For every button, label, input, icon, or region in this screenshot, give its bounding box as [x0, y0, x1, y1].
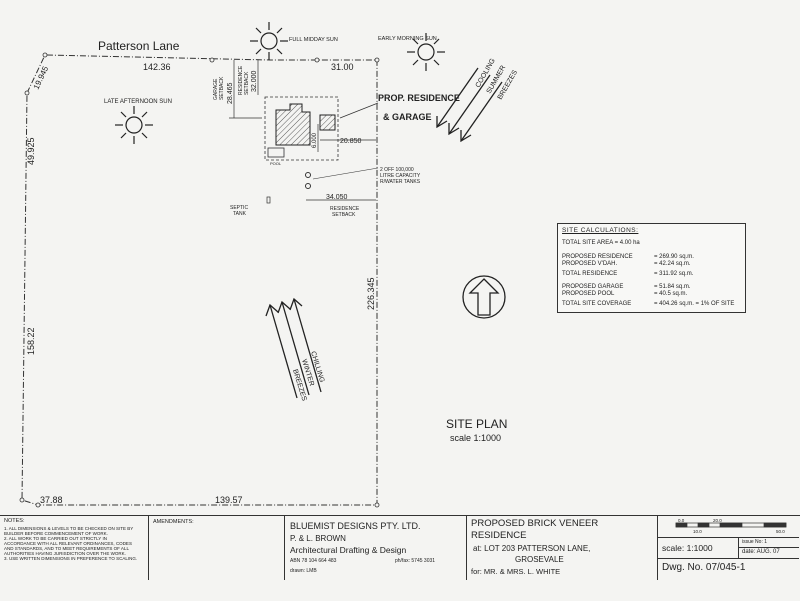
dim-right-side: 226.345 — [366, 277, 376, 310]
sun-midday-icon — [250, 22, 288, 60]
client: for: MR. & MRS. L. WHITE — [471, 567, 561, 576]
note-line: 3. USE WRITTEN DIMENSIONS IN PREFERENCE … — [4, 556, 138, 561]
water-tank-2 — [305, 183, 311, 189]
drawn-by: drawn: LMB — [290, 568, 317, 574]
amendments-title: AMENDMENTS: — [153, 519, 194, 525]
scalebar-label: 20.0 — [713, 518, 722, 523]
sun-morning-label: EARLY MORNING SUN — [378, 36, 437, 42]
septic-tank — [266, 196, 271, 204]
scale-cell: 0.0 20.0 10.0 50.0 scale: 1:1000 issue N… — [658, 516, 799, 580]
dim-bottom-left: 37.88 — [40, 495, 63, 505]
prop-residence-label: PROP. RESIDENCE — [378, 93, 460, 103]
notes-cell: NOTES: 1. ALL DIMENSIONS & LEVELS TO BE … — [0, 516, 149, 580]
residence-footprint — [275, 103, 311, 146]
sun-morning-icon — [407, 33, 445, 71]
residence-setback-vlabel-2: SETBACK — [244, 71, 250, 95]
sun-afternoon-icon — [115, 106, 153, 144]
dim-garage-setback: 28.465 — [227, 82, 234, 104]
water-tanks-label-3: R/WATER TANKS — [380, 179, 421, 185]
dim-residence-setback-top: 32.000 — [251, 70, 258, 92]
note-line: 2. ALL WORK TO BE CARRIED OUT STRICTLY I… — [4, 536, 107, 541]
site-plan-scale: scale 1:1000 — [450, 433, 501, 443]
project-cell: PROPOSED BRICK VENEER RESIDENCE at: LOT … — [467, 516, 658, 580]
note-line: BUILDER BEFORE COMMENCEMENT OF WORK. — [4, 531, 108, 536]
dim-left-lower: 158.22 — [26, 327, 36, 355]
title-block: NOTES: 1. ALL DIMENSIONS & LEVELS TO BE … — [0, 515, 800, 601]
principals: P. & L. BROWN — [290, 534, 346, 543]
water-tanks-label-2: LITRE CAPACITY — [380, 173, 421, 179]
company-cell: BLUEMIST DESIGNS PTY. LTD. P. & L. BROWN… — [285, 516, 467, 580]
property-boundary — [21, 54, 378, 506]
garage-setback-label-2: SETBACK — [219, 76, 225, 100]
issue-no: issue No: 1 — [742, 539, 768, 545]
pool — [267, 147, 285, 158]
scalebar-label: 10.0 — [693, 529, 702, 534]
septic-label-1: SEPTIC — [230, 205, 248, 211]
garage-footprint — [319, 114, 336, 131]
road-name: Patterson Lane — [98, 39, 180, 53]
boundary-markers — [19, 52, 380, 508]
water-tanks-label-1: 2 OFF 100,000 — [380, 167, 414, 173]
address-1: at: LOT 203 PATTERSON LANE, — [473, 544, 591, 553]
date-text: date: AUG. 07 — [742, 549, 780, 555]
dim-top-left: 142.36 — [143, 62, 171, 72]
sun-afternoon-label: LATE AFTERNOON SUN — [104, 99, 172, 105]
residence-setback-label-1: RESIDENCE — [330, 206, 360, 212]
pool-label: POOL — [270, 161, 282, 166]
site-plan-drawing: Patterson Lane 142.36 31.00 19.945 49.92… — [19, 22, 519, 508]
calc-title: SITE CALCULATIONS: — [562, 227, 639, 234]
water-tank-1 — [305, 172, 311, 178]
drawing-number: Dwg. No. 07/045-1 — [662, 562, 746, 573]
summer-breeze-arrows — [436, 67, 503, 143]
dim-house-depth: 6.000 — [312, 132, 318, 148]
note-line: 1. ALL DIMENSIONS & LEVELS TO BE CHECKED… — [4, 526, 134, 531]
project-title-2: RESIDENCE — [471, 530, 527, 541]
address-2: GROSEVALE — [515, 555, 564, 564]
winter-breeze-arrows — [265, 297, 322, 399]
house-envelope — [264, 96, 339, 161]
dim-residence-setback-right: 34.050 — [326, 194, 348, 201]
scale-text: scale: 1:1000 — [662, 543, 713, 553]
residence-setback-vlabel-1: RESIDENCE — [238, 65, 244, 95]
site-plan-title: SITE PLAN — [446, 417, 507, 431]
abn: ABN 78 104 664 483 — [290, 558, 337, 564]
dim-house-offset: 20.850 — [340, 138, 362, 145]
amendments-cell: AMENDMENTS: — [149, 516, 285, 580]
project-title-1: PROPOSED BRICK VENEER — [471, 518, 599, 529]
residence-setback-label-2: SETBACK — [332, 212, 356, 218]
dim-left-upper: 49.925 — [26, 137, 36, 165]
note-line: ACCORDANCE WITH ALL RELEVANT ORDINANCES,… — [4, 541, 132, 546]
dim-bottom-right: 139.57 — [215, 495, 243, 505]
site-calculations-table: SITE CALCULATIONS: TOTAL SITE AREA = 4.0… — [557, 223, 746, 313]
scalebar-label: 0.0 — [678, 518, 685, 523]
note-line: AUTHORITIES HAVING JURISDICTION OVER THE… — [4, 551, 126, 556]
garage-label: & GARAGE — [383, 112, 432, 122]
notes-title: NOTES: — [4, 518, 25, 524]
sun-midday-label: FULL MIDDAY SUN — [289, 37, 338, 43]
scalebar-label: 50.0 — [776, 529, 785, 534]
company-name: BLUEMIST DESIGNS PTY. LTD. — [290, 521, 421, 531]
septic-label-2: TANK — [233, 211, 247, 217]
dim-top-right: 31.00 — [331, 62, 354, 72]
service: Architectural Drafting & Design — [290, 545, 407, 555]
garage-setback-label-1: GARAGE — [213, 78, 219, 100]
north-arrow-icon — [462, 275, 506, 319]
phone: ph/fax: 5745 3031 — [395, 558, 436, 564]
scale-bar: 0.0 20.0 10.0 50.0 — [675, 518, 787, 534]
note-line: AND STANDARDS, AND TO MEET REQUIREMENTS … — [4, 546, 129, 551]
dim-left-corner: 19.945 — [32, 64, 51, 90]
